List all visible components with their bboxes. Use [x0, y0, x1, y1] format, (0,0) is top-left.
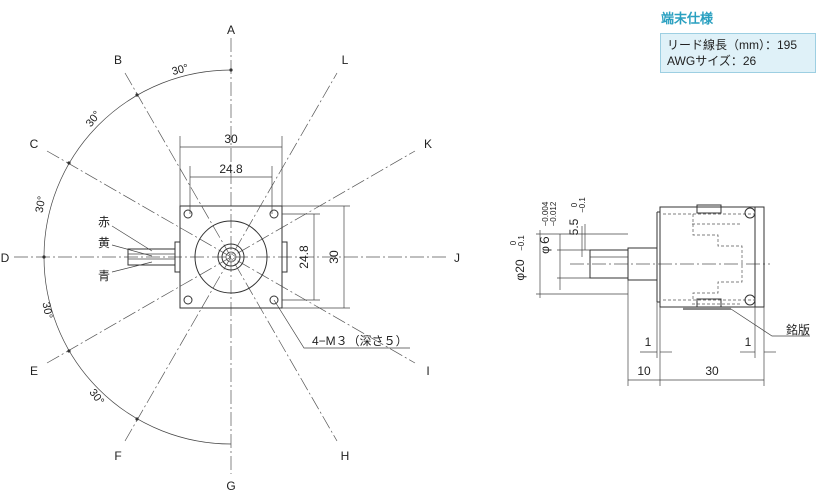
mount-note: 4−M３（深さ５） [312, 334, 408, 348]
lead-wires [111, 225, 176, 273]
spec-box: リード線長（mm）：195 AWGサイズ：26 [660, 33, 816, 73]
nameplate-plate [683, 307, 731, 310]
axis-label-a: A [227, 23, 235, 37]
axis-label-d: D [1, 251, 10, 265]
dim-30: 30 [705, 364, 719, 378]
arc-arrows [42, 68, 233, 421]
dim-width-24-8: 24.8 [219, 162, 243, 176]
pilot-circle [194, 220, 268, 294]
dim-10: 10 [637, 364, 651, 378]
axis-label-l: L [342, 53, 349, 67]
angle-label-2: 30° [84, 109, 104, 130]
awg-size-text: AWGサイズ：26 [667, 54, 757, 68]
angle-label-1: 30° [171, 62, 190, 78]
mount-leader [273, 299, 410, 349]
wire-label-red: 赤 [98, 215, 110, 229]
axis-label-i: I [426, 364, 429, 378]
front-view: A B C D E F G H I J K L 30° 30° 30° 30° … [1, 23, 460, 493]
pilot-tol-lower: −0.1 [517, 235, 526, 251]
angle-label-3: 30° [34, 195, 49, 213]
dim-1-left: 1 [645, 335, 652, 349]
flat-tol-lower: −0.1 [578, 197, 587, 213]
axis-label-e: E [30, 364, 38, 378]
angle-label-5: 30° [87, 387, 107, 408]
nameplate-label: 銘版 [786, 322, 810, 337]
axis-label-h: H [341, 449, 350, 463]
side-hidden-lines [663, 213, 755, 305]
axis-label-g: G [226, 479, 235, 493]
radial-line-f-l [124, 72, 338, 442]
flat-label: 5.5 [567, 218, 581, 235]
axis-label-b: B [114, 53, 122, 67]
axis-label-f: F [114, 449, 121, 463]
shaft-outer [221, 247, 241, 267]
dim-width-30: 30 [224, 132, 238, 146]
angle-label-4: 30° [40, 301, 55, 319]
wire-label-blue: 青 [98, 269, 110, 283]
pilot-dia-label: φ20 [513, 259, 527, 280]
dim-1-right: 1 [745, 335, 752, 349]
shaft-inner [225, 251, 237, 263]
shaft-dia-tol-lower: −0.012 [549, 201, 558, 226]
pilot-tol-upper: 0 [509, 240, 518, 245]
dim-height-30: 30 [327, 250, 341, 264]
wire-label-yellow: 黄 [98, 236, 110, 250]
shaft-dia-tol-upper: −0.004 [541, 201, 550, 226]
radial-line-e-k [46, 150, 416, 364]
mount-holes [183, 209, 279, 305]
shaft-boss [217, 243, 245, 271]
lead-length-text: リード線長（mm）：195 [667, 38, 798, 52]
shaft [589, 249, 629, 279]
side-view: φ６ −0.004 −0.012 5.5 0 −0.1 φ20 0 −0.1 1… [509, 197, 810, 386]
axis-label-k: K [424, 137, 432, 151]
nameplate-leader [730, 308, 810, 337]
spec-title: 端末仕様 [661, 11, 714, 26]
radial-line-c-i [46, 150, 416, 364]
right-boss [281, 241, 288, 273]
dim-height-24-8: 24.8 [297, 245, 311, 269]
shaft-dia-label: φ６ [538, 234, 552, 254]
side-body [659, 206, 765, 308]
radial-line-b-h [124, 72, 338, 442]
axis-label-c: C [30, 137, 39, 151]
axis-label-j: J [454, 251, 460, 265]
flat-tol-upper: 0 [570, 202, 579, 207]
